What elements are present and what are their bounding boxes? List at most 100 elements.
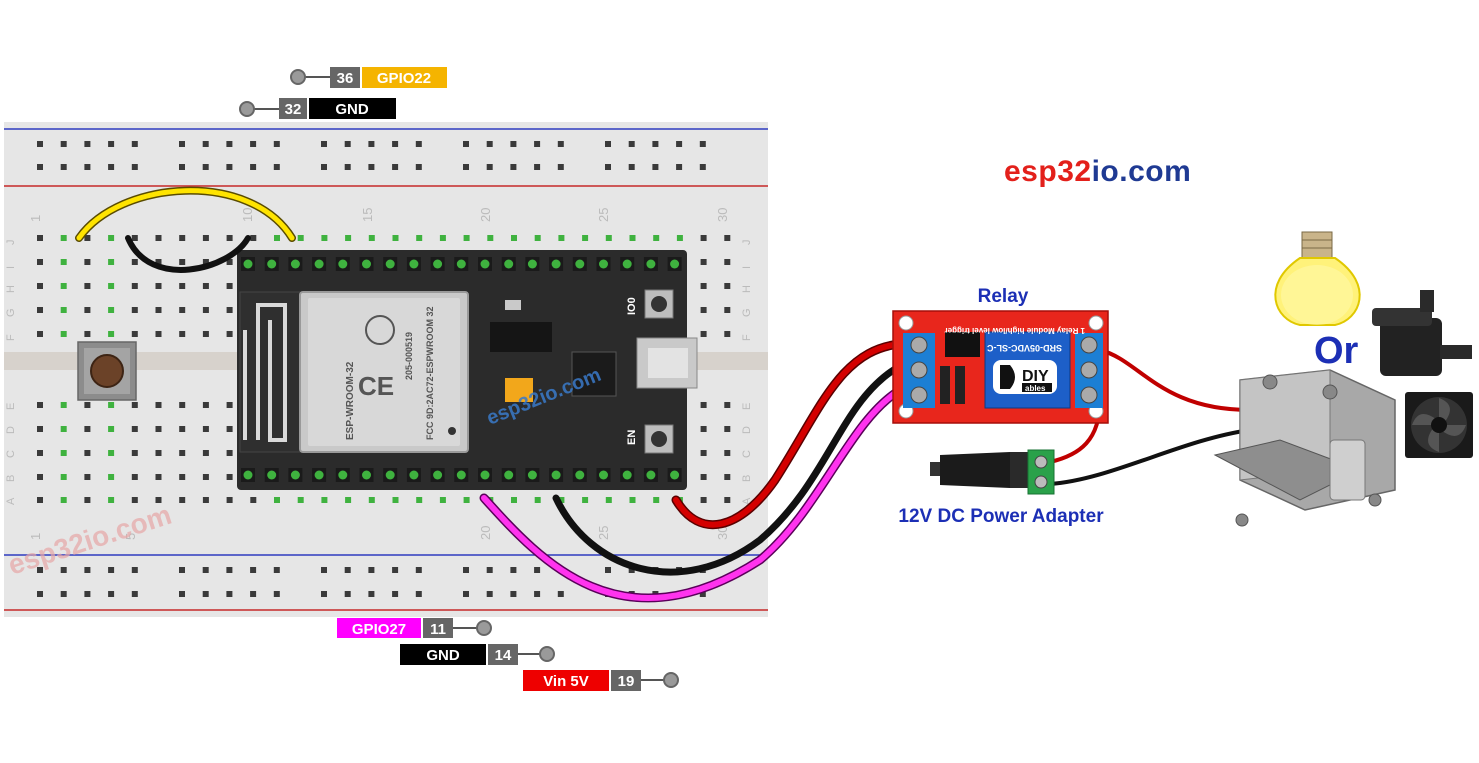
breadboard-hole (108, 497, 115, 503)
breadboard-hole (605, 141, 611, 147)
breadboard-hole (273, 141, 280, 147)
esp32-pin-pad (267, 470, 277, 480)
breadboard-hole (226, 331, 233, 337)
breadboard-hole (700, 235, 707, 241)
breadboard-hole (699, 164, 706, 170)
breadboard-hole (629, 497, 636, 503)
breadboard-hole (274, 235, 280, 241)
wire-yellow (76, 188, 295, 241)
breadboard-hole (37, 259, 43, 265)
fan-icon (1405, 392, 1473, 458)
breadboard-hole (724, 497, 731, 503)
breadboard-hole (108, 331, 115, 337)
breadboard-hole (724, 259, 731, 265)
breadboard-hole (534, 235, 541, 241)
esp32-pin-pad (575, 259, 585, 269)
breadboard-hole (37, 141, 43, 147)
breadboard-hole (510, 164, 517, 170)
breadboard-hole (84, 591, 91, 597)
breadboard-hole (60, 567, 67, 573)
breadboard-hole (226, 141, 233, 147)
esp32-pin-pad (385, 470, 395, 480)
breadboard-hole (345, 497, 352, 503)
relay-logo-main: DIY (1022, 368, 1049, 385)
esp32-pin-pad (480, 470, 490, 480)
esp32-fcc-text: FCC 9D:2AC72-ESPWROOM 32 (425, 306, 435, 440)
breadboard-hole (202, 591, 209, 597)
breadboard-hole (605, 567, 611, 573)
esp32-pin-pad (267, 259, 277, 269)
dc-power-adapter: 12V DC Power Adapter (898, 449, 1104, 527)
breadboard-hole (226, 259, 233, 265)
breadboard-hole (37, 450, 43, 456)
breadboard-hole (108, 235, 115, 241)
breadboard-hole (37, 331, 43, 337)
breadboard-hole (557, 591, 564, 597)
breadboard-hole (652, 141, 659, 147)
pin-number: 14 (495, 647, 512, 664)
breadboard-hole (84, 402, 91, 408)
breadboard-hole (652, 164, 659, 170)
pin-name: GND (335, 101, 369, 118)
breadboard-hole (605, 164, 611, 170)
breadboard-hole (724, 235, 731, 241)
breadboard-hole (439, 497, 446, 503)
row-letter: D (5, 426, 17, 434)
breadboard-hole (558, 497, 565, 503)
breadboard-hole (368, 141, 375, 147)
breadboard-hole (60, 591, 67, 597)
breadboard-hole (202, 259, 209, 265)
row-letter: F (741, 334, 753, 341)
row-letter: E (5, 403, 17, 410)
esp32-pin-pad (575, 470, 585, 480)
breadboard-hole (37, 426, 43, 432)
breadboard-hole (179, 283, 186, 289)
breadboard-hole (226, 497, 233, 503)
relay-title: Relay (978, 286, 1029, 307)
breadboard-hole (202, 497, 209, 503)
column-number: 20 (478, 208, 493, 222)
breadboard-hole (108, 283, 115, 289)
breadboard-hole (439, 235, 446, 241)
row-letter: B (741, 475, 753, 482)
breadboard-hole (273, 591, 280, 597)
column-number: 1 (28, 533, 43, 540)
breadboard-hole (510, 591, 517, 597)
breadboard-hole (534, 497, 541, 503)
pin-name: GPIO22 (377, 70, 431, 87)
breadboard-hole (202, 331, 209, 337)
esp32-module-text: ESP-WROOM-32 (345, 361, 356, 440)
row-letter: H (741, 285, 753, 293)
breadboard-hole (628, 164, 635, 170)
breadboard-hole (155, 402, 162, 408)
breadboard-hole (202, 164, 209, 170)
esp32-pin-pad (504, 259, 514, 269)
column-number: 30 (715, 526, 730, 540)
ce-mark: CE (358, 371, 394, 401)
breadboard-hole (108, 426, 115, 432)
row-letter: A (741, 497, 753, 505)
breadboard-hole (700, 497, 707, 503)
breadboard-hole (226, 474, 233, 480)
esp32-pin-headers (241, 257, 682, 482)
breadboard-hole (368, 591, 375, 597)
breadboard-hole (84, 331, 91, 337)
breadboard-hole (724, 450, 731, 456)
breadboard-hole (155, 283, 162, 289)
breadboard-hole (416, 497, 423, 503)
breadboard-hole (605, 235, 612, 241)
breadboard-hole (60, 259, 67, 265)
esp32-pin-pad (504, 470, 514, 480)
breadboard-hole (415, 591, 422, 597)
breadboard-hole (321, 497, 328, 503)
row-letter: B (5, 475, 17, 482)
esp32-pin-pad (338, 259, 348, 269)
breadboard-hole (557, 141, 564, 147)
breadboard-hole (179, 141, 185, 147)
breadboard-hole (557, 164, 564, 170)
breadboard-hole (273, 567, 280, 573)
button-en-label: EN (626, 430, 638, 445)
breadboard-hole (179, 426, 186, 432)
breadboard-hole (273, 164, 280, 170)
breadboard-hole (486, 567, 493, 573)
